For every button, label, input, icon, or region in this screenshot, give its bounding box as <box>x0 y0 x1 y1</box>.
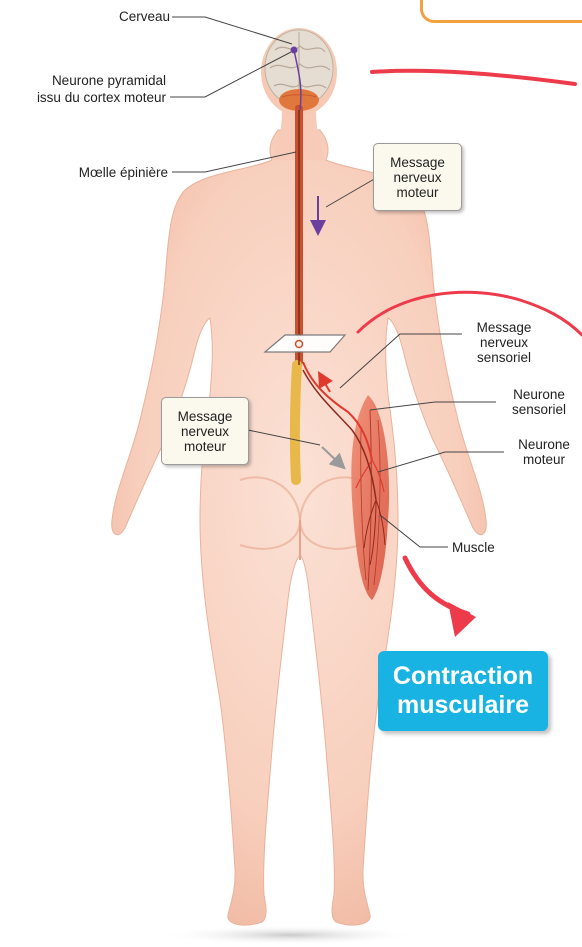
label-neurone-moteur-line2: moteur <box>506 452 582 467</box>
red-arrowhead-contraction <box>448 602 476 637</box>
label-neurone-sensoriel-line2: sensoriel <box>496 402 582 417</box>
contraction-line1: Contraction <box>378 662 548 691</box>
floor-shadow <box>160 925 420 945</box>
box-message-moteur-top-line3: moteur <box>374 185 461 200</box>
label-neurone-pyramidal-line2: issu du cortex moteur <box>0 90 166 105</box>
label-neurone-moteur: Neurone moteur <box>506 437 582 467</box>
label-message-sensoriel: Message nerveux sensoriel <box>462 320 546 365</box>
contraction-line2: musculaire <box>378 691 548 720</box>
red-arrow-top <box>372 71 575 84</box>
label-cerveau: Cerveau <box>70 9 170 24</box>
cross-section-cord <box>296 341 303 348</box>
label-message-sensoriel-line2: nerveux <box>462 335 546 350</box>
red-arrow-contraction <box>405 558 468 614</box>
cauda-equina <box>295 365 297 480</box>
label-moelle-epiniere: Mœlle épinière <box>40 165 168 180</box>
box-message-moteur-top-line1: Message <box>374 155 461 170</box>
label-neurone-pyramidal-line1: Neurone pyramidal <box>0 73 166 88</box>
orange-frame <box>420 0 582 23</box>
box-message-moteur-top-line2: nerveux <box>374 170 461 185</box>
box-message-moteur-left: Message nerveux moteur <box>161 397 249 465</box>
label-neurone-sensoriel: Neurone sensoriel <box>496 387 582 417</box>
box-message-moteur-top: Message nerveux moteur <box>373 143 462 211</box>
box-message-moteur-left-line1: Message <box>162 409 248 424</box>
box-message-moteur-left-line3: moteur <box>162 439 248 454</box>
label-message-sensoriel-line1: Message <box>462 320 546 335</box>
box-message-moteur-left-line2: nerveux <box>162 424 248 439</box>
label-neurone-moteur-line1: Neurone <box>506 437 582 452</box>
label-neurone-sensoriel-line1: Neurone <box>496 387 582 402</box>
label-message-sensoriel-line3: sensoriel <box>462 350 546 365</box>
label-muscle: Muscle <box>452 540 512 555</box>
contraction-musculaire-box: Contraction musculaire <box>378 651 548 731</box>
